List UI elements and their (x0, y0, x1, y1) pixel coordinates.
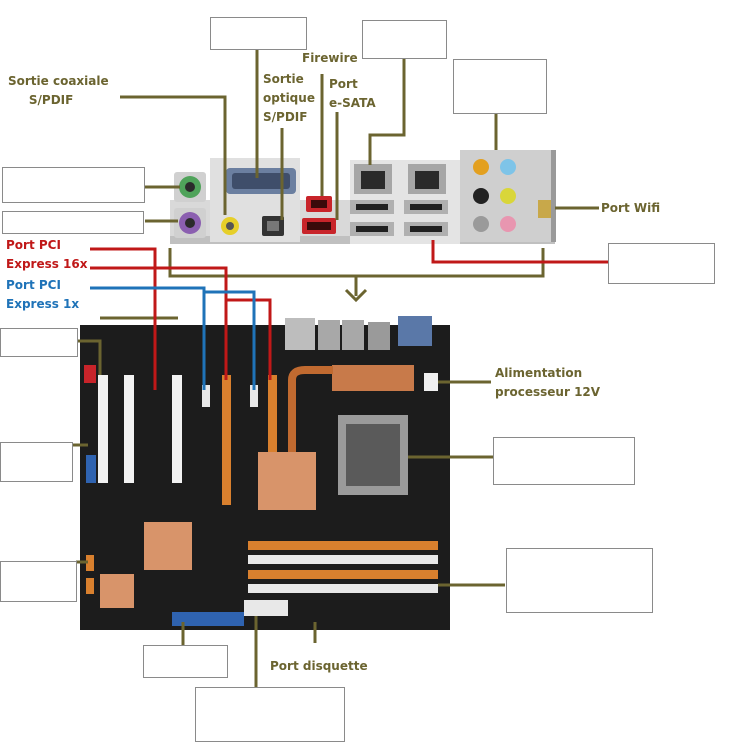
answer-box-memory[interactable] (506, 548, 653, 613)
firewire-port (306, 196, 332, 212)
answer-box-bottom-2[interactable] (195, 687, 345, 742)
leader-lines-olive (72, 48, 599, 687)
leader-lines-blue (90, 286, 256, 390)
usb-ports (350, 200, 448, 236)
leader-lines-red (90, 240, 608, 390)
label-firewire: Firewire (302, 51, 358, 65)
lan-port-2 (408, 164, 446, 194)
label-port-esata: Port e-SATA (329, 77, 376, 110)
ps2-mouse-port (174, 208, 206, 238)
answer-box-ps2-1[interactable] (2, 167, 145, 203)
label-sortie-optique: Sortie optique S/PDIF (263, 72, 315, 124)
answer-box-top-2[interactable] (362, 20, 447, 59)
label-port-pci-express-16x: Port PCI Express 16x (6, 238, 88, 271)
label-port-wifi: Port Wifi (601, 201, 661, 215)
answer-box-left-2[interactable] (0, 442, 73, 482)
answer-box-usb[interactable] (608, 243, 715, 284)
answer-box-top-3[interactable] (453, 59, 547, 114)
coaxial-spdif-port (221, 217, 239, 235)
label-alimentation-processeur: Alimentation processeur 12V (495, 366, 601, 399)
answer-box-left-3[interactable] (0, 561, 77, 602)
lan-port-1 (354, 164, 392, 194)
answer-box-cpu[interactable] (493, 437, 635, 485)
audio-jacks (473, 159, 516, 232)
label-port-disquette: Port disquette (270, 659, 368, 673)
esata-port (302, 218, 336, 234)
label-sortie-coaxiale: Sortie coaxiale S/PDIF (8, 74, 109, 107)
answer-box-bottom-1[interactable] (143, 645, 228, 678)
answer-box-ps2-2[interactable] (2, 211, 144, 234)
down-arrow (344, 277, 368, 303)
label-port-pci-express-1x: Port PCI Express 1x (6, 278, 80, 311)
optical-spdif-port (262, 216, 284, 236)
answer-box-left-1[interactable] (0, 328, 78, 357)
answer-box-top-1[interactable] (210, 17, 307, 50)
ps2-keyboard-port (174, 172, 206, 202)
serial-port (226, 168, 296, 194)
wifi-antenna-port (538, 150, 556, 242)
motherboard (80, 316, 450, 630)
